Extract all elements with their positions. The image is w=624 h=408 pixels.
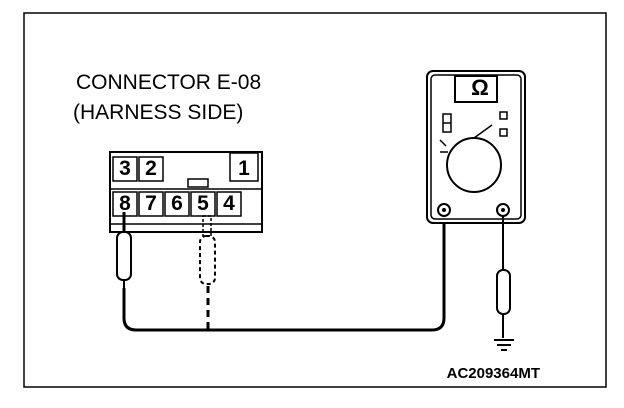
meter-display bbox=[454, 75, 498, 103]
pin-cell-3 bbox=[112, 156, 138, 182]
ohm-symbol: Ω bbox=[471, 75, 489, 100]
ground-lead bbox=[496, 216, 511, 338]
probe-pin-8 bbox=[116, 212, 132, 288]
ohmmeter bbox=[426, 70, 526, 224]
meter-dial bbox=[446, 137, 502, 193]
connector-title: CONNECTOR E-08 bbox=[76, 71, 262, 94]
test-lead-wire bbox=[122, 212, 446, 332]
pin-label-5: 5 bbox=[197, 192, 209, 215]
pin-label-1: 1 bbox=[238, 157, 250, 180]
pin-label-6: 6 bbox=[171, 192, 183, 215]
pin-label-4: 4 bbox=[223, 192, 235, 215]
pin-label-7: 7 bbox=[145, 192, 157, 215]
pin-cell-2 bbox=[138, 156, 164, 182]
figure-code: AC209364MT bbox=[446, 365, 540, 382]
pin-cell-7 bbox=[138, 191, 164, 217]
connector-e08 bbox=[109, 151, 263, 233]
connector-subtitle: (HARNESS SIDE) bbox=[73, 101, 244, 124]
connector-lock-tab bbox=[187, 178, 209, 188]
ground-icon bbox=[494, 339, 514, 351]
pin-label-2: 2 bbox=[145, 157, 157, 180]
pin-cell-4 bbox=[216, 191, 242, 217]
pin-label-8: 8 bbox=[119, 192, 131, 215]
pin-label-3: 3 bbox=[119, 157, 131, 180]
probe-pin-5 bbox=[199, 215, 216, 330]
diagram-frame bbox=[23, 12, 607, 388]
pin-cell-1 bbox=[229, 152, 259, 182]
pin-cell-6 bbox=[164, 191, 190, 217]
